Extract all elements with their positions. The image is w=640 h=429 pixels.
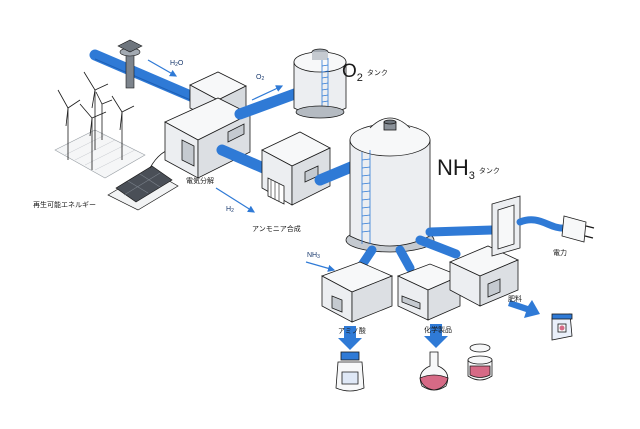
water-inlet (89, 39, 206, 106)
ammonia-flow-label: NH3 (307, 252, 320, 260)
amino-acid-label: アミノ酸 (338, 328, 366, 335)
wind-turbines (54, 71, 146, 179)
product-amino-building (321, 261, 394, 323)
electrolysis-label: 電気分解 (186, 178, 214, 185)
ammonia-synthesis-label: アンモニア合成 (252, 226, 301, 233)
pipe-o2 (234, 86, 306, 120)
product-flask (419, 351, 449, 391)
power-label: 電力 (553, 250, 567, 257)
fertilizer-label: 肥料 (508, 296, 522, 303)
chemical-products-label: 化学製品 (424, 327, 452, 334)
product-bottle (335, 351, 365, 392)
renewable-energy-label: 再生可能エネルギー (33, 202, 96, 209)
ammonia-synthesis-building (261, 131, 331, 206)
water-flow-label: H2O (170, 60, 184, 68)
output-arrows (338, 300, 540, 350)
oxygen-flow-label: O2 (256, 74, 265, 82)
power-plug (516, 215, 595, 243)
product-jar (467, 343, 493, 381)
nh3-tank (345, 117, 435, 253)
power-building (491, 195, 521, 257)
flow-arrows (147, 59, 336, 272)
o2-tank (293, 48, 347, 119)
hydrogen-flow-label: H2 (226, 206, 234, 214)
product-chemical-building (396, 263, 462, 321)
pipe-h2 (216, 144, 274, 176)
product-fertilizer-bag (551, 313, 573, 341)
